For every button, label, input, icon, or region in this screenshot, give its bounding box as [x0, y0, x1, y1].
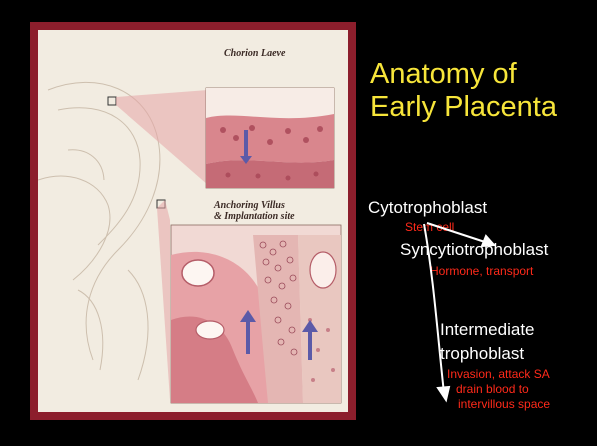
arrow-head-syncytio — [482, 236, 494, 246]
arrow-to-syncytio — [427, 223, 488, 243]
arrow-to-intermediate — [424, 224, 444, 393]
arrow-head-intermediate — [438, 387, 449, 400]
